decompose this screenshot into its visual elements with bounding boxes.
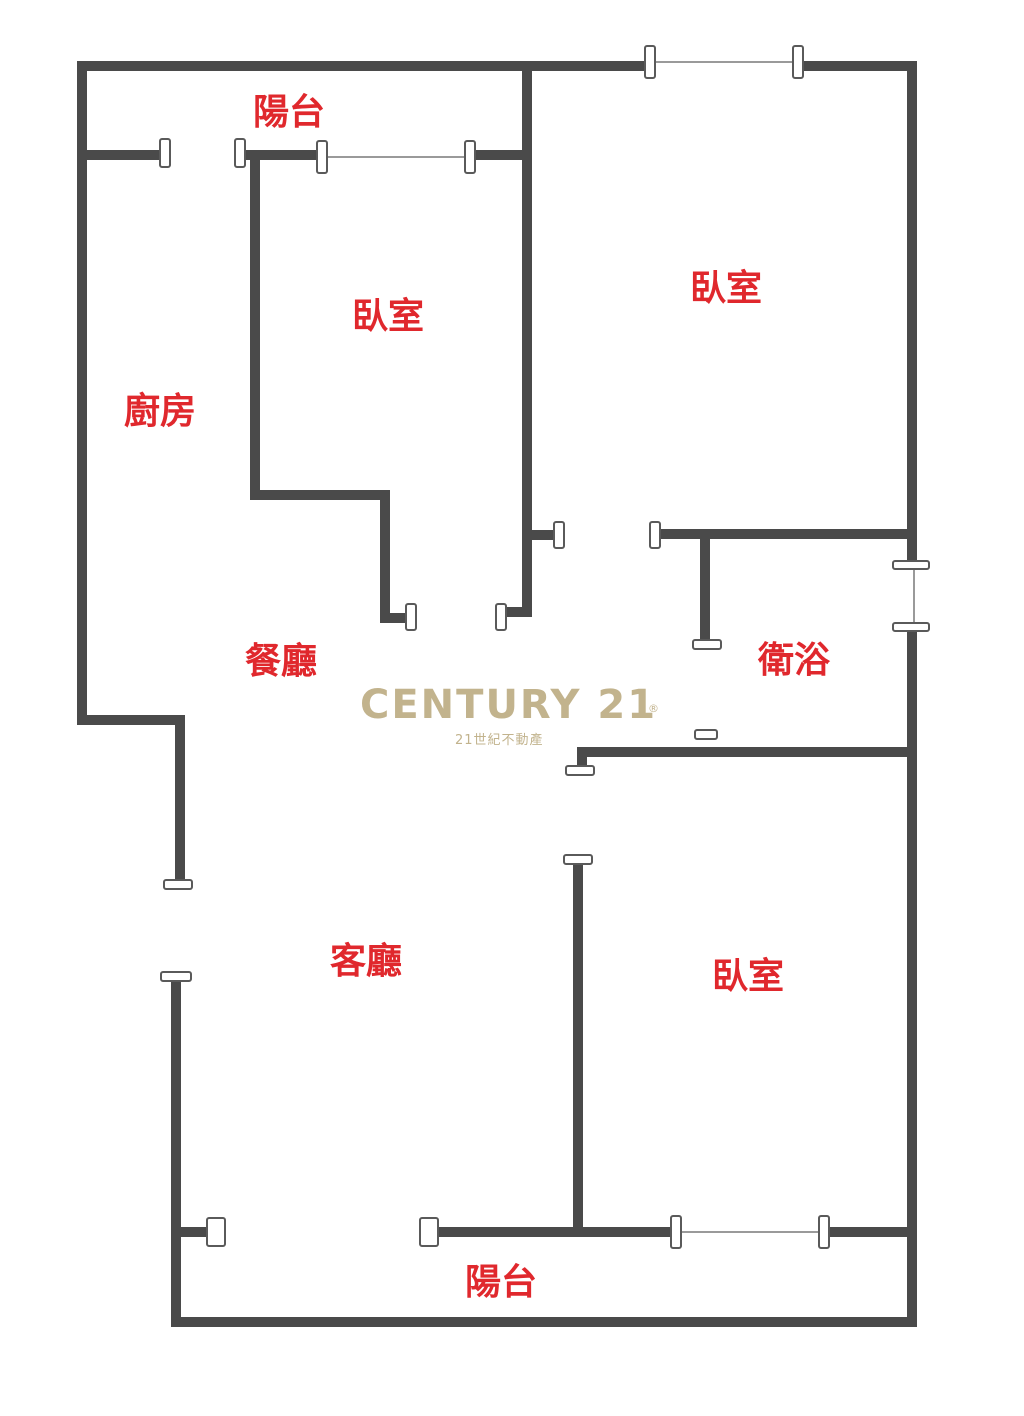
cap — [892, 622, 930, 632]
cap — [163, 879, 193, 890]
cap — [495, 603, 507, 631]
room-label-bedroom-1: 臥室 — [352, 296, 424, 337]
logo-mark: ® — [648, 702, 660, 715]
outer-wall-left — [77, 61, 655, 885]
room-label-dining: 餐廳 — [245, 640, 317, 682]
cap — [565, 765, 595, 776]
wall-caps — [159, 45, 930, 1249]
cap — [818, 1215, 830, 1249]
cap — [206, 1217, 226, 1247]
logo-subtitle: 21世紀不動產 — [455, 732, 544, 748]
bathroom-bottom-wall — [577, 747, 915, 775]
room-label-balcony-top: 陽台 — [253, 92, 325, 133]
room-label-bathroom: 衛浴 — [757, 640, 831, 681]
cap — [670, 1215, 682, 1249]
cap — [694, 729, 718, 740]
room-labels: 陽台 臥室 臥室 廚房 餐廳 衛浴 客廳 臥室 陽台 — [124, 92, 831, 1303]
room-label-balcony-bottom: 陽台 — [465, 1262, 537, 1303]
windows — [322, 61, 915, 1233]
room-label-bedroom-3: 臥室 — [712, 956, 784, 997]
cap — [405, 603, 417, 631]
cap — [644, 45, 656, 79]
cap — [316, 140, 328, 174]
cap — [159, 138, 171, 168]
room-label-kitchen: 廚房 — [124, 390, 196, 432]
cap — [792, 45, 804, 79]
cap — [464, 140, 476, 174]
logo-brand: CENTURY 21 — [360, 682, 657, 728]
outer-wall-right-lower — [171, 622, 917, 1327]
cap — [563, 854, 593, 865]
cap — [160, 971, 192, 982]
room-label-bedroom-2: 臥室 — [690, 268, 762, 309]
cap — [553, 521, 565, 549]
room-label-living: 客廳 — [330, 940, 402, 982]
cap — [234, 138, 246, 168]
bedroom1-wall — [250, 153, 415, 623]
cap — [892, 560, 930, 570]
cap — [692, 639, 722, 650]
century21-watermark: CENTURY 21 ® 21世紀不動產 — [360, 682, 660, 748]
bedroom-divider-wall — [500, 61, 532, 617]
cap — [649, 521, 661, 549]
outer-wall-right — [793, 61, 917, 570]
cap — [419, 1217, 439, 1247]
